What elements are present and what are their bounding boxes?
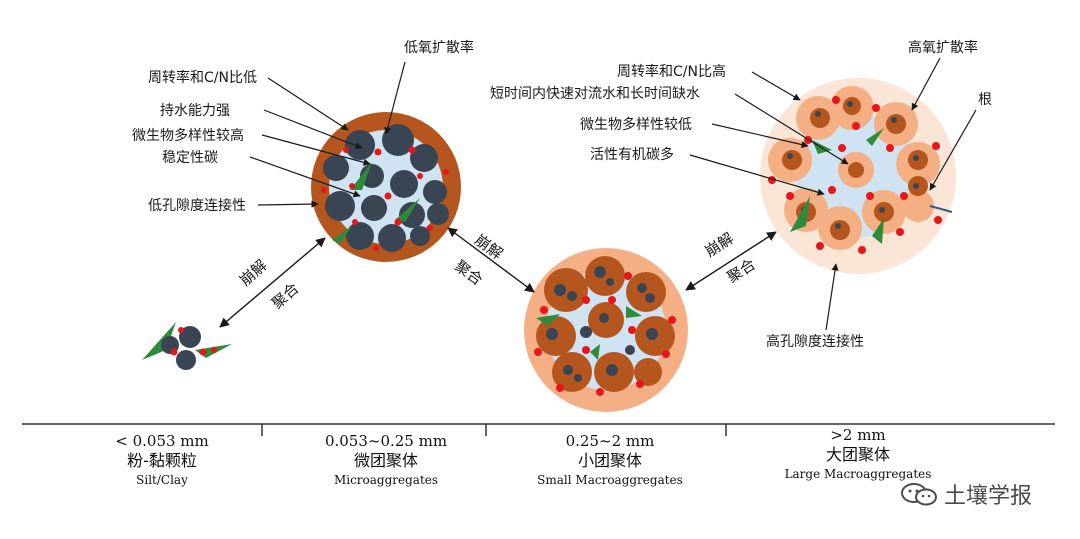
category-large-macro: >2 mm 大团聚体 Large Macroaggregates xyxy=(748,426,968,482)
large-macroaggregate xyxy=(760,78,956,274)
category-size: >2 mm xyxy=(830,426,886,444)
label-low-oxygen: 低氧扩散率 xyxy=(404,40,474,56)
category-zh: 粉-黏颗粒 xyxy=(127,451,197,470)
arrow-micro-small xyxy=(447,227,535,293)
category-size: < 0.053 mm xyxy=(115,432,209,450)
category-zh: 微团聚体 xyxy=(353,451,418,470)
watermark-text: 土壤学报 xyxy=(944,484,1033,509)
micro-leaders xyxy=(249,61,406,208)
category-size: 0.25~2 mm xyxy=(565,432,655,450)
microaggregate xyxy=(311,112,461,262)
wechat-icon xyxy=(901,483,937,506)
category-en: Large Macroaggregates xyxy=(784,467,932,481)
category-size: 0.053~0.25 mm xyxy=(324,432,448,450)
label-high-porosity: 高孔隙度连接性 xyxy=(766,334,864,350)
category-en: Silt/Clay xyxy=(136,473,188,487)
label-turnover-high: 周转率和C/N比高 xyxy=(617,64,726,80)
small-macroaggregate xyxy=(524,248,688,412)
silt-clay-particles xyxy=(142,322,232,370)
label-water-holding: 持水能力强 xyxy=(160,103,230,119)
category-zh: 小团聚体 xyxy=(577,451,642,470)
arrow-small-large xyxy=(685,231,777,291)
label-high-oxygen: 高氧扩散率 xyxy=(908,40,978,56)
label-active-carbon: 活性有机碳多 xyxy=(590,147,674,163)
category-zh: 大团聚体 xyxy=(825,445,890,464)
label-turnover-low: 周转率和C/N比低 xyxy=(148,70,257,86)
category-en: Microaggregates xyxy=(333,473,439,487)
label-water-short: 短时间内快速对流水和长时间缺水 xyxy=(490,86,700,102)
large-leaders xyxy=(689,57,977,331)
label-stable-carbon: 稳定性碳 xyxy=(162,150,218,166)
category-silt-clay: < 0.053 mm 粉-黏颗粒 Silt/Clay xyxy=(52,432,272,488)
label-low-porosity: 低孔隙度连接性 xyxy=(148,198,246,214)
arrow-silt-micro xyxy=(219,237,326,328)
category-small-macro: 0.25~2 mm 小团聚体 Small Macroaggregates xyxy=(500,432,720,488)
category-micro: 0.053~0.25 mm 微团聚体 Microaggregates xyxy=(276,432,496,488)
category-en: Small Macroaggregates xyxy=(537,473,683,487)
label-microbe-low: 微生物多样性较低 xyxy=(580,117,692,133)
watermark: 土壤学报 xyxy=(900,478,1032,510)
label-root: 根 xyxy=(978,92,992,108)
label-microbe-high: 微生物多样性较高 xyxy=(132,128,244,144)
